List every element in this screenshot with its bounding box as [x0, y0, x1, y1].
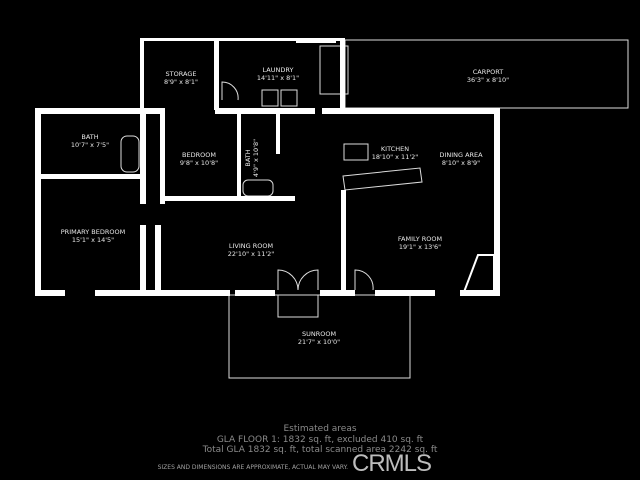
room-name: PRIMARY BEDROOM: [60, 228, 126, 236]
room-size: 14'11" x 8'1": [256, 74, 300, 82]
washer: [261, 89, 279, 107]
walls: [35, 38, 500, 296]
areas-line-2: Total GLA 1832 sq. ft, total scanned are…: [202, 445, 438, 455]
room-size: 9'8" x 10'8": [179, 159, 219, 167]
room-size: 8'9" x 8'1": [163, 78, 199, 86]
laundry-steps: [319, 45, 349, 95]
room-name: LIVING ROOM: [228, 242, 274, 250]
room-name: SUNROOM: [301, 330, 337, 338]
room-name: BATH: [81, 133, 99, 141]
fireplace: [462, 254, 495, 293]
room-size: 18'10" x 11'2": [371, 153, 419, 161]
areas-line-1: GLA FLOOR 1: 1832 sq. ft, excluded 410 s…: [216, 435, 424, 445]
room-name: LAUNDRY: [262, 66, 294, 74]
dryer: [280, 89, 298, 107]
room-name: STORAGE: [165, 70, 197, 78]
room-name: CARPORT: [472, 68, 504, 76]
room-name: KITCHEN: [380, 145, 410, 153]
room-size: 19'1" x 13'6": [398, 243, 442, 251]
room-size: 4'9" x 10'8": [252, 138, 260, 178]
room-size: 22'10" x 11'2": [227, 250, 275, 258]
sunroom-steps: [277, 294, 319, 318]
areas-title: Estimated areas: [283, 424, 357, 434]
room-size: 8'10" x 8'9": [441, 159, 481, 167]
room-name: DINING AREA: [439, 151, 483, 159]
room-name: BEDROOM: [182, 151, 216, 159]
bathtub-2: [242, 179, 274, 197]
sunroom-outline: [228, 294, 411, 379]
room-size: 10'7" x 7'5": [70, 141, 110, 149]
crmls-logo: CRMLS: [352, 450, 432, 477]
door-swing: [221, 81, 374, 291]
room-size: 36'3" x 8'10": [466, 76, 510, 84]
kitchen-counter: [342, 167, 423, 191]
room-name: BATH: [244, 149, 252, 167]
bathtub-1: [120, 135, 140, 173]
kitchen-island: [343, 143, 369, 161]
room-name: FAMILY ROOM: [397, 235, 443, 243]
room-size: 21'7" x 10'0": [297, 338, 341, 346]
disclaimer: SIZES AND DIMENSIONS ARE APPROXIMATE, AC…: [157, 464, 348, 471]
room-size: 15'1" x 14'5": [71, 236, 115, 244]
